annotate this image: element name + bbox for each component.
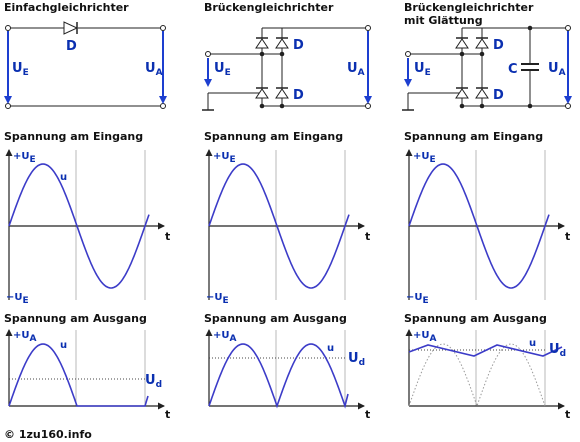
terminal [565,25,571,31]
smoothed-output [408,344,563,357]
terminal [405,51,411,57]
terminal [160,25,166,31]
half-wave-output [8,343,149,407]
label-t: t [565,230,570,243]
label-u: u [60,340,67,351]
title-bridge: Brückengleichrichter [204,1,334,14]
bridge-network [402,25,571,111]
label-plus-UA: +UA [13,330,37,344]
input-plot-1: +UE −UE u t [5,149,170,306]
diode-symbol [475,37,489,49]
diode-label: D [66,39,77,54]
label-minus-UE: −UE [406,292,429,306]
title-bridge-smooth-2: mit Glättung [404,14,483,27]
terminal [5,25,11,31]
label-Ud: Ud [348,351,365,368]
label-t: t [565,408,570,421]
label-u: u [60,172,67,183]
input-plot-3: +UE −UE t [405,149,570,306]
label-u: u [529,338,536,349]
terminal [365,103,371,109]
terminal [565,103,571,109]
label-t: t [365,408,370,421]
diode-symbol [455,87,469,99]
label-minus-UE: −UE [6,292,29,306]
diode-symbol [475,87,489,99]
node [479,103,485,109]
label-minus-UE: −UE [206,292,229,306]
title-output-3: Spannung am Ausgang [404,312,547,325]
label-UE: UE [12,61,29,78]
circuit-half-wave: Einfachgleichrichter D UE UA [4,1,167,109]
label-plus-UE: +UE [413,151,436,165]
diode-symbol [275,87,289,99]
diode-symbol [455,37,469,49]
label-UE: UE [414,61,431,78]
footer-copyright: © 1zu160.info [4,428,92,441]
diode-symbol [255,37,269,49]
circuit-bridge: Brückengleichrichter D D UE UA [202,1,372,111]
bridge-network [202,25,371,111]
capacitor-label: C [508,62,518,77]
title-input-1: Spannung am Eingang [4,130,143,143]
diode-label-upper: D [293,38,304,53]
node [459,51,465,57]
terminal [205,51,211,57]
terminal [365,25,371,31]
input-sine-wave [208,163,350,289]
title-bridge-smooth-1: Brückengleichrichter [404,1,534,14]
title-output-1: Spannung am Ausgang [4,312,147,325]
diode-label-lower: D [293,88,304,103]
output-plot-smoothed: +UA u Ud t [405,329,570,421]
full-wave-output [208,343,349,409]
node [279,103,285,109]
title-output-2: Spannung am Ausgang [204,312,347,325]
label-t: t [165,230,170,243]
label-UA: UA [145,61,163,78]
title-half-wave: Einfachgleichrichter [4,1,129,14]
label-plus-UA: +UA [213,330,237,344]
input-sine-wave [8,163,150,289]
diode-symbol [58,21,84,35]
diode-label-upper: D [493,38,504,53]
diode-symbol [255,87,269,99]
title-input-3: Spannung am Eingang [404,130,543,143]
circuit-bridge-smoothing: Brückengleichrichter mit Glättung [402,1,572,111]
diode-label-lower: D [493,88,504,103]
output-plot-full-wave: +UA u Ud t [205,329,370,421]
label-Ud: Ud [145,373,162,390]
terminal [160,103,166,109]
node [479,51,485,57]
label-UA: UA [548,61,566,78]
label-plus-UE: +UE [213,151,236,165]
label-Ud: Ud [549,342,566,359]
label-u: u [327,343,334,354]
diode-symbol [275,37,289,49]
label-plus-UE: +UE [13,151,36,165]
rectified-reference-wave [408,343,546,408]
input-plot-2: +UE −UE t [205,149,370,306]
input-sine-wave [408,163,550,289]
label-t: t [365,230,370,243]
title-input-2: Spannung am Eingang [204,130,343,143]
node [259,103,265,109]
node [279,51,285,57]
capacitor-symbol [521,28,539,106]
label-plus-UA: +UA [413,330,437,344]
node [259,51,265,57]
node [459,103,465,109]
label-t: t [165,408,170,421]
label-UA: UA [347,61,365,78]
output-plot-half-wave: +UA u Ud t [5,329,170,421]
terminal [5,103,11,109]
label-UE: UE [214,61,231,78]
